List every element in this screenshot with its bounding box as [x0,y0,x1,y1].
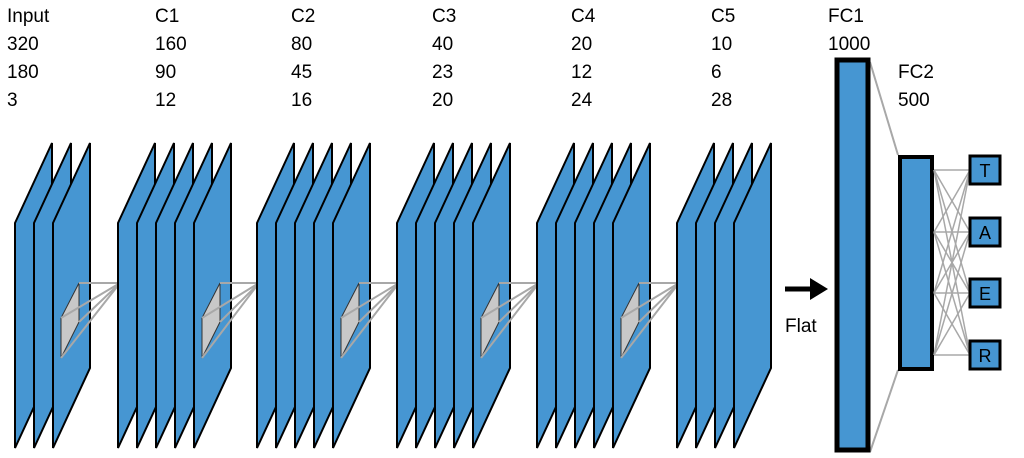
output-node-a [968,216,1002,248]
fc1-layer [834,57,871,453]
kernel-connection-line [78,282,121,323]
feature-map-plane [472,142,511,449]
kernel-connection-line [620,282,680,319]
output-label: R [979,346,992,366]
output-connection-line [933,292,971,356]
feature-map-plane [52,142,91,449]
layer-name: C5 [711,6,736,27]
output-label: A [979,223,991,243]
layer-width: 80 [291,34,313,55]
feature-map-plane [332,142,371,449]
fc-connection-line [869,369,899,453]
kernel-connection-line [60,282,121,359]
layer-label-fc2: FC2 500 [898,59,934,115]
layer-width: 320 [7,34,39,55]
layer-name: FC1 [828,6,864,27]
output-connection-line [933,169,971,356]
fc2-layer [898,155,934,371]
kernel-connection-line [480,282,540,319]
layer-depth: 28 [711,90,733,111]
kernel-connection-line [340,282,400,319]
layer-height: 23 [432,62,454,83]
layer-label-input: Input 320 180 3 [7,3,49,115]
flatten-arrow-icon [810,278,828,300]
layer-width: 20 [571,34,593,55]
kernel-connection-line [60,282,121,319]
kernel-connection-line [201,282,260,319]
layer-size: 500 [898,90,930,111]
layer-label-c2: C2 80 45 16 [291,3,315,115]
kernel-connection-line [620,282,680,359]
output-connection-line [933,231,971,356]
feature-map-plane [733,142,772,449]
fc-connection-line [869,61,899,156]
output-node-t [968,154,1002,186]
layer-label-c3: C3 40 23 20 [432,3,456,115]
layer-height: 45 [291,62,313,83]
layer-height: 6 [711,62,722,83]
layer-height: 90 [155,62,177,83]
layer-width: 160 [155,34,187,55]
layer-depth: 24 [571,90,593,111]
output-node-r [968,339,1002,371]
layer-height: 180 [7,62,39,83]
layer-width: 10 [711,34,733,55]
layer-label-c1: C1 160 90 12 [155,3,187,115]
layer-name: C2 [291,6,316,27]
layer-name: FC2 [898,62,934,83]
output-connection-line [933,169,971,294]
layer-name: Input [7,6,50,27]
feature-map-plane [193,142,232,449]
layer-size: 1000 [828,34,871,55]
kernel-connection-line [340,282,400,359]
feature-map-plane [612,142,651,449]
layer-depth: 16 [291,90,313,111]
layer-name: C1 [155,6,180,27]
kernel-connection-line [201,282,260,359]
layer-height: 12 [571,62,593,83]
kernel-connection-line [480,282,540,359]
output-connection-line [933,169,971,233]
layer-depth: 12 [155,90,177,111]
flat-label: Flat [785,316,817,337]
layer-width: 40 [432,34,454,55]
output-node-e [968,277,1002,309]
layer-name: C3 [432,6,457,27]
kernel-connection-line [638,282,680,323]
layer-name: C4 [571,6,596,27]
layer-depth: 20 [432,90,454,111]
kernel-connection-line [498,282,540,323]
layer-label-c5: C5 10 6 28 [711,3,735,115]
kernel-connection-line [358,282,400,323]
layer-label-fc1: FC1 1000 [828,3,870,59]
kernel-connection-line [219,282,260,323]
layer-depth: 3 [7,90,18,111]
output-label: T [980,161,991,181]
output-label: E [979,284,991,304]
layer-label-c4: C4 20 12 24 [571,3,595,115]
